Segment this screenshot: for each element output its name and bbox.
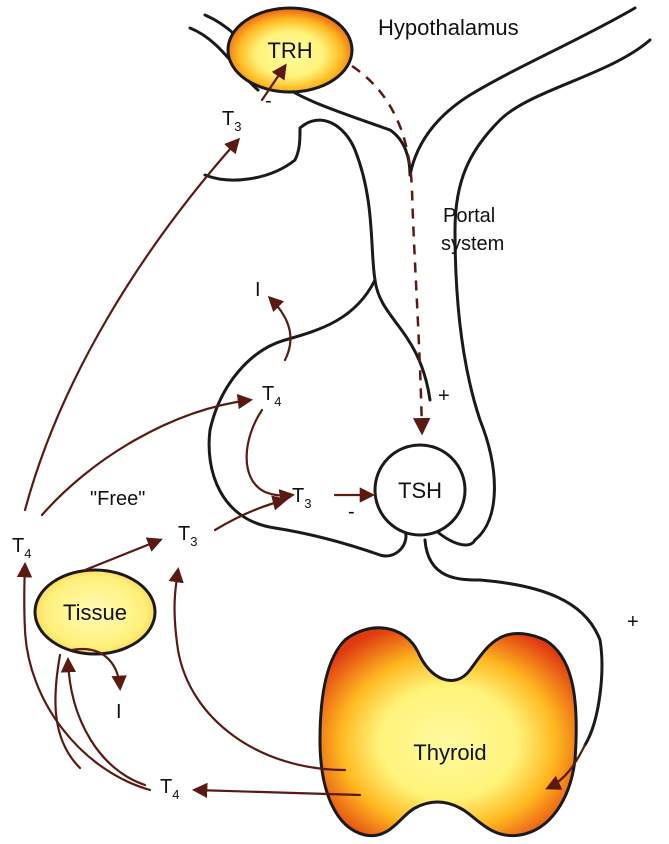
pituitary-t4-to-t3-arrow xyxy=(247,410,292,496)
thyroid-gland: Thyroid xyxy=(320,628,576,836)
portal-label-line1: Portal xyxy=(443,205,495,227)
thyroid-shape xyxy=(320,628,576,836)
t4-to-t3-hypothalamus-arrow xyxy=(25,140,238,510)
minus-sign-tsh: - xyxy=(348,501,355,523)
minus-sign-trh: - xyxy=(265,90,272,112)
plus-sign-tsh: + xyxy=(438,385,450,407)
tissue-to-free-t3-arrow xyxy=(85,540,160,570)
trh-node: TRH xyxy=(228,8,352,92)
tissue-node: Tissue xyxy=(35,570,155,654)
hormone-t3-free: T3 xyxy=(178,523,197,549)
hormone-t3-hypothalamus: T3 xyxy=(222,108,241,134)
tsh-label: TSH xyxy=(398,478,442,503)
free-t3-to-pituitary-arrow xyxy=(215,500,285,530)
tsh-node: TSH xyxy=(375,445,465,535)
plus-sign-thyroid: + xyxy=(627,611,639,633)
hypothalamus-label: Hypothalamus xyxy=(378,15,519,40)
iodide-mark-tissue: I xyxy=(116,701,122,723)
portal-label-line2: system xyxy=(441,233,504,255)
hormone-t4-pituitary: T4 xyxy=(262,383,281,409)
t4-to-pituitary-t4-arrow xyxy=(42,400,250,515)
pituitary-t4-iodide-arrow xyxy=(270,298,290,360)
iodide-mark-pituitary: I xyxy=(255,279,261,301)
thyroid-label: Thyroid xyxy=(413,740,486,765)
hormone-t4-bottom: T4 xyxy=(160,776,179,802)
tissue-label: Tissue xyxy=(63,600,127,625)
hormone-t4-left: T4 xyxy=(12,535,31,561)
free-label: "Free" xyxy=(90,488,145,510)
trh-label: TRH xyxy=(267,38,312,63)
hormone-t3-pituitary: T3 xyxy=(292,485,311,511)
